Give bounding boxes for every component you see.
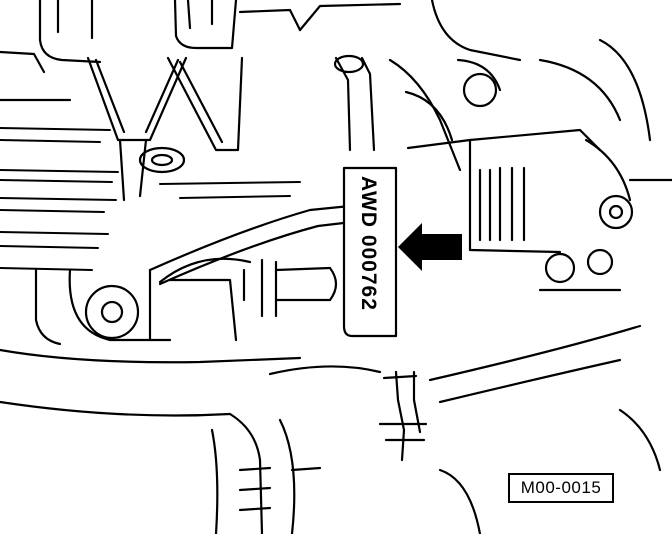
engine-code-label: AWD 000762 [357,176,380,311]
engine-code-pipe-outline [342,166,398,338]
arrow-left-icon [398,223,462,271]
coolant-hose [148,204,354,286]
figure-id: M00-0015 [520,478,602,497]
engine-block-ribs [0,127,301,271]
figure-id-box: M00-0015 [508,473,614,503]
pump-assembly [34,257,338,346]
lower-housing [0,324,662,534]
filter-funnels [86,56,244,202]
right-bracket [406,38,672,292]
vertical-pipe [333,54,502,462]
upper-left-housing [0,0,522,102]
